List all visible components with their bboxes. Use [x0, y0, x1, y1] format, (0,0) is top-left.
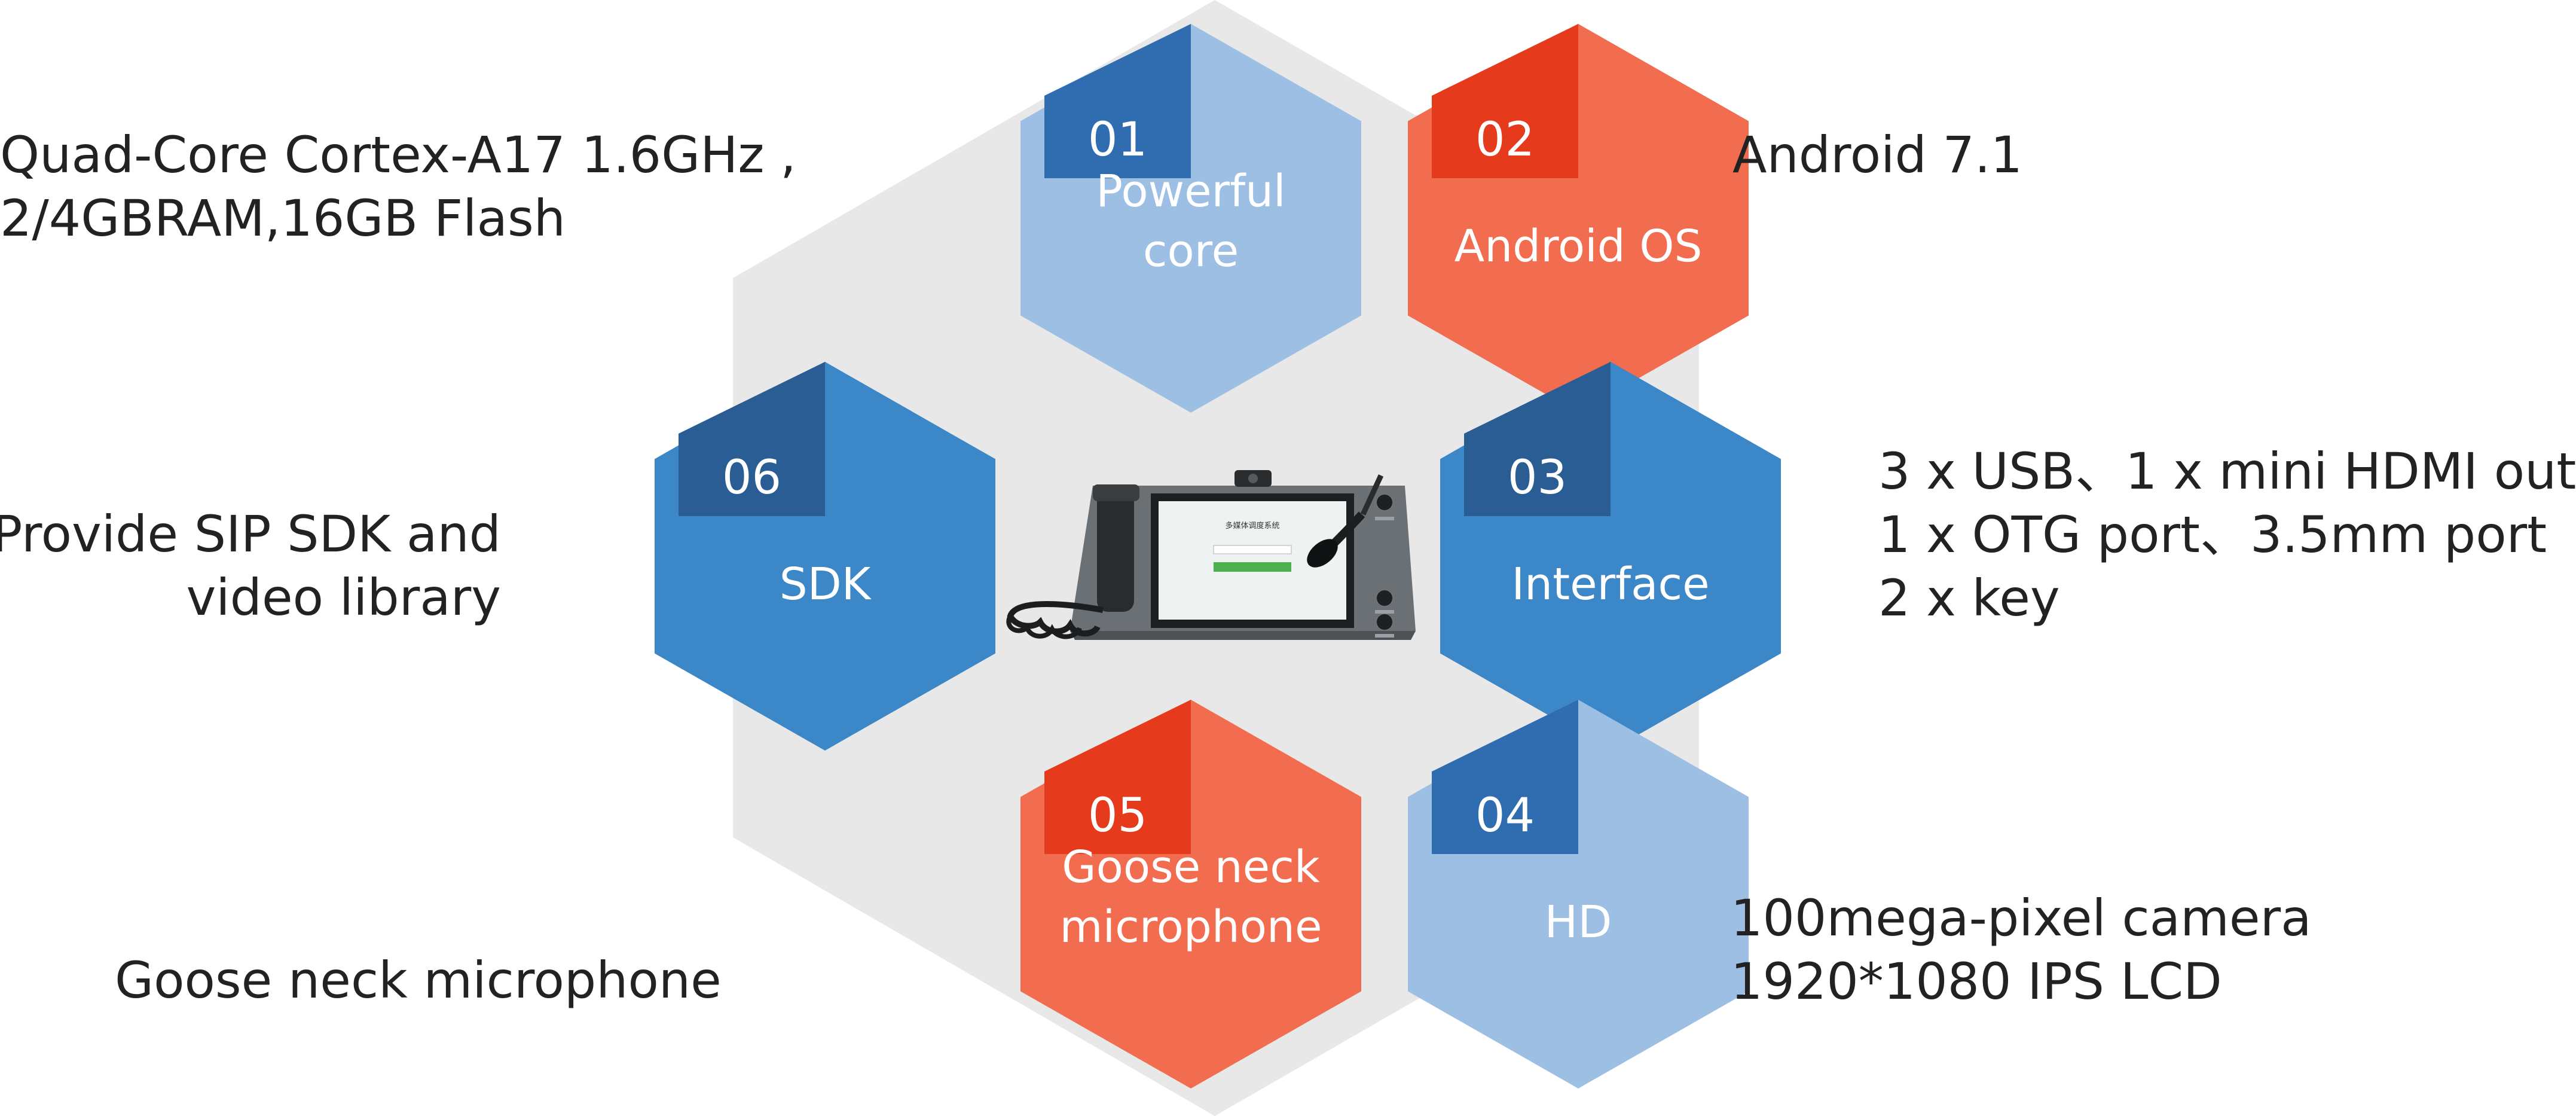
- desc-os: Android 7.1: [1732, 123, 2022, 187]
- hexagon-05-label-line-1: Goose neck: [1062, 841, 1320, 893]
- device-side-label-2: [1375, 610, 1394, 614]
- device-side-label-1: [1375, 517, 1394, 520]
- hexagon-03-label-line-1: Interface: [1511, 559, 1709, 610]
- desc-interface-line-3: 2 x key: [1878, 569, 2060, 627]
- hexagon-06-label-line-1: SDK: [780, 559, 872, 610]
- hexagon-05-number-tab: [1044, 772, 1191, 854]
- device-knob-2: [1377, 590, 1392, 606]
- device-curly-cord: [1007, 601, 1104, 637]
- device-base-edge: [1070, 631, 1416, 640]
- hexagon-01-number-tab: [1044, 96, 1191, 178]
- desc-interface-line-1: 3 x USB、1 x mini HDMI out: [1878, 442, 2576, 501]
- desc-core: Quad-Core Cortex-A17 1.6GHz , 2/4GBRAM,1…: [0, 123, 796, 250]
- desc-core-line-1: Quad-Core Cortex-A17 1.6GHz ,: [0, 126, 796, 184]
- desc-core-line-2: 2/4GBRAM,16GB Flash: [0, 189, 566, 248]
- device-mic-head: [1307, 539, 1338, 568]
- hexagon-01-fold: [1044, 24, 1191, 96]
- hexagon-02-number: 02: [1475, 113, 1535, 167]
- desc-sdk-line-1: Provide SIP SDK and: [0, 505, 501, 563]
- hexagon-04-number-tab: [1432, 772, 1578, 854]
- hexagon-05-number: 05: [1088, 789, 1147, 843]
- hexagon-04-label-line-1: HD: [1545, 897, 1612, 948]
- desc-os-line-1: Android 7.1: [1732, 126, 2023, 184]
- device-knob-3: [1377, 614, 1392, 630]
- device-handset: [1097, 489, 1134, 612]
- hexagon-02-fold: [1432, 24, 1578, 96]
- hexagon-05-fold: [1044, 700, 1191, 772]
- desc-hd: 100mega-pixel camera 1920*1080 IPS LCD: [1731, 886, 2312, 1013]
- desc-sdk: Provide SIP SDK and video library: [0, 502, 501, 629]
- hexagon-03-number: 03: [1508, 451, 1567, 505]
- desc-interface-line-2: 1 x OTG port、3.5mm port: [1878, 505, 2547, 564]
- desc-hd-line-1: 100mega-pixel camera: [1731, 889, 2312, 947]
- desc-interface: 3 x USB、1 x mini HDMI out 1 x OTG port、3…: [1878, 440, 2576, 630]
- hexagon-01-label-line-2: core: [1143, 225, 1239, 277]
- hexagon-05-label-line-2: microphone: [1060, 901, 1322, 953]
- device-screen-button: [1214, 562, 1291, 572]
- hexagon-06-fold: [679, 362, 825, 434]
- hexagon-03-number-tab: [1464, 434, 1611, 516]
- hexagon-03-fold: [1464, 362, 1611, 434]
- device-curly-cord-loop: [1006, 615, 1082, 639]
- device-screen-title: 多媒体调度系统: [1225, 521, 1279, 530]
- desc-mic-line-1: Goose neck microphone: [115, 951, 722, 1010]
- hexagon-04-number: 04: [1475, 789, 1535, 843]
- hexagon-01-number: 01: [1088, 113, 1147, 167]
- device-handset-cradle: [1093, 484, 1139, 501]
- hexagon-06-number-tab: [679, 434, 825, 516]
- device-camera-lens: [1248, 474, 1258, 483]
- desc-sdk-line-2: video library: [186, 568, 501, 627]
- desc-hd-line-2: 1920*1080 IPS LCD: [1731, 952, 2222, 1011]
- hexagon-02-label-line-1: Android OS: [1454, 221, 1703, 272]
- device-knob-1: [1377, 495, 1392, 510]
- device-side-label-3: [1375, 634, 1394, 638]
- hexagon-01-label-line-1: Powerful: [1096, 166, 1285, 217]
- desc-mic: Goose neck microphone: [115, 949, 722, 1012]
- hexagon-06-number: 06: [722, 451, 781, 505]
- device-screen-field: [1213, 545, 1292, 554]
- device-illustration: 多媒体调度系统: [1006, 470, 1416, 640]
- device-gooseneck-upper: [1360, 474, 1384, 516]
- hexagon-04-fold: [1432, 700, 1578, 772]
- hexagon-02-number-tab: [1432, 96, 1578, 178]
